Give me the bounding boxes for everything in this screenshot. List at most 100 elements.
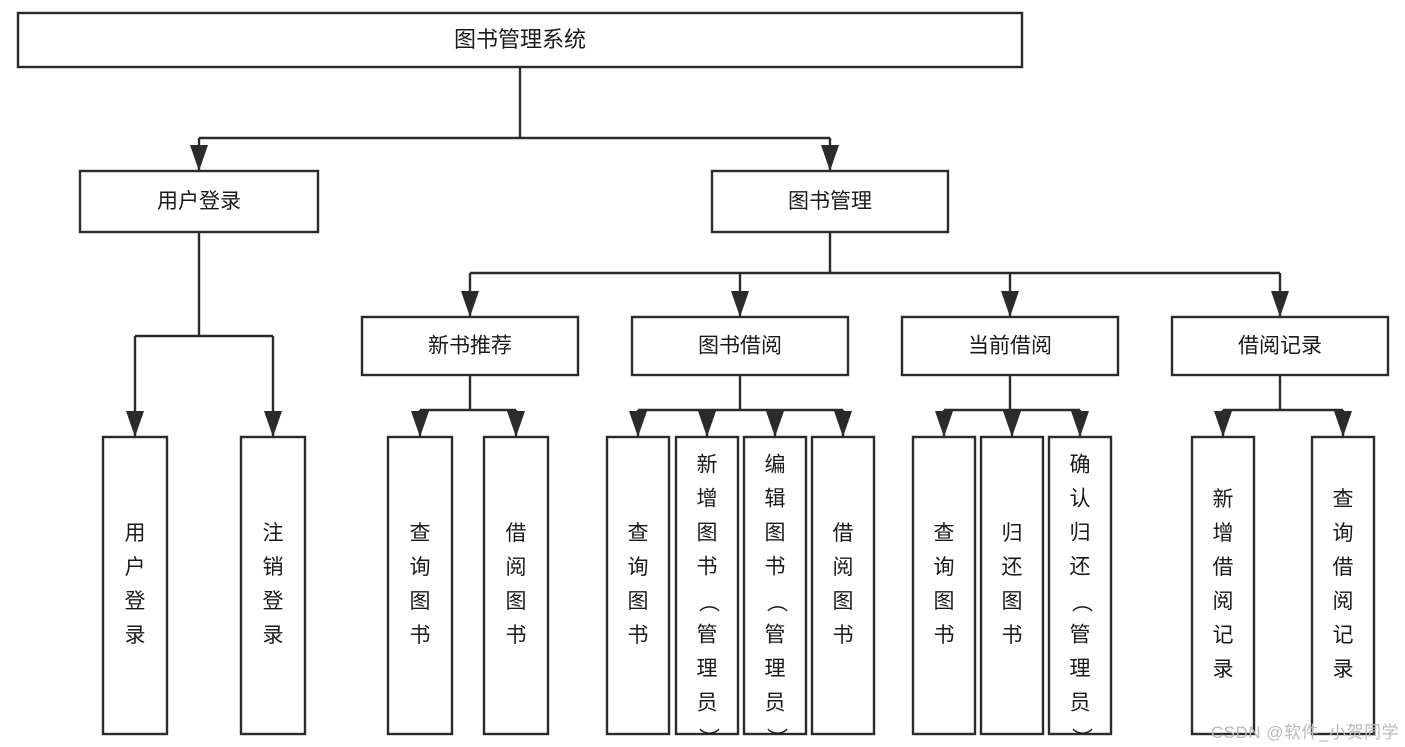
node-book-manage[interactable]: 图书管理	[710, 169, 950, 234]
node-box-leaf-user-login	[101, 435, 169, 736]
svg-text:认: 认	[1070, 488, 1091, 511]
svg-text:增: 增	[697, 488, 718, 511]
node-label-current-borrow: 当前借阅	[968, 335, 1052, 358]
node-borrow-record[interactable]: 借阅记录	[1170, 315, 1390, 377]
svg-text:查: 查	[934, 522, 955, 545]
node-layer: 图书管理系统用户登录图书管理新书推荐图书借阅当前借阅借阅记录用户登录注销登录查询…	[16, 11, 1390, 747]
node-box-leaf-return-book	[979, 435, 1045, 736]
svg-text:查: 查	[628, 522, 649, 545]
svg-text:图: 图	[934, 590, 955, 613]
svg-text:借: 借	[506, 522, 527, 545]
svg-text:图: 图	[628, 590, 649, 613]
svg-text:图: 图	[410, 590, 431, 613]
svg-text:书: 书	[697, 556, 718, 579]
connector-layer	[126, 67, 1352, 437]
svg-text:员: 员	[697, 692, 718, 715]
node-new-book-recommend[interactable]: 新书推荐	[360, 315, 580, 377]
node-label-book-borrow: 图书借阅	[698, 335, 782, 358]
node-box-leaf-borrow-book-2	[810, 435, 876, 736]
svg-text:查: 查	[410, 522, 431, 545]
svg-text:书: 书	[506, 624, 527, 647]
node-box-leaf-edit-book	[742, 435, 808, 736]
svg-text:阅: 阅	[1213, 590, 1234, 613]
node-box-book-borrow	[630, 315, 850, 377]
arrow-head-icon	[629, 411, 647, 437]
node-box-current-borrow	[900, 315, 1120, 377]
node-current-borrow[interactable]: 当前借阅	[900, 315, 1120, 377]
node-box-root	[16, 11, 1024, 69]
svg-text:确: 确	[1070, 454, 1091, 477]
svg-text:新: 新	[1213, 488, 1234, 511]
node-book-borrow[interactable]: 图书借阅	[630, 315, 850, 377]
arrow-head-icon	[834, 411, 852, 437]
node-user-login[interactable]: 用户登录	[78, 169, 320, 234]
svg-text:图: 图	[1002, 590, 1023, 613]
node-label-borrow-record: 借阅记录	[1238, 335, 1322, 358]
svg-text:管: 管	[697, 624, 718, 647]
node-label-root: 图书管理系统	[454, 27, 586, 52]
svg-text:借: 借	[1333, 556, 1354, 579]
node-box-leaf-query-record	[1310, 435, 1376, 736]
node-box-leaf-logout	[239, 435, 307, 736]
arrow-head-icon	[461, 291, 479, 317]
arrow-head-icon	[264, 411, 282, 437]
node-root[interactable]: 图书管理系统	[16, 11, 1024, 69]
svg-text:（: （	[1069, 592, 1092, 613]
svg-text:新: 新	[697, 454, 718, 477]
svg-text:查: 查	[1333, 488, 1354, 511]
svg-text:图: 图	[833, 590, 854, 613]
svg-text:书: 书	[628, 624, 649, 647]
svg-text:录: 录	[125, 624, 146, 647]
arrow-head-icon	[935, 411, 953, 437]
arrow-head-icon	[1334, 411, 1352, 437]
svg-text:理: 理	[1070, 658, 1091, 681]
node-box-borrow-record	[1170, 315, 1390, 377]
svg-text:询: 询	[628, 556, 649, 579]
node-box-leaf-borrow-book-1	[482, 435, 550, 736]
node-box-leaf-confirm-return	[1047, 435, 1113, 736]
arrow-head-icon	[731, 291, 749, 317]
node-leaf-user-login[interactable]: 用户登录	[101, 435, 169, 736]
svg-text:管: 管	[1070, 624, 1091, 647]
svg-text:书: 书	[833, 624, 854, 647]
arrow-head-icon	[766, 411, 784, 437]
arrow-head-icon	[126, 411, 144, 437]
arrow-head-icon	[1214, 411, 1232, 437]
svg-text:记: 记	[1333, 624, 1354, 647]
node-box-leaf-query-book-2	[605, 435, 671, 736]
svg-text:记: 记	[1213, 624, 1234, 647]
svg-text:（: （	[696, 592, 719, 613]
svg-text:书: 书	[765, 556, 786, 579]
svg-text:录: 录	[1333, 658, 1354, 681]
svg-text:书: 书	[410, 624, 431, 647]
svg-text:录: 录	[1213, 658, 1234, 681]
svg-text:（: （	[764, 592, 787, 613]
svg-text:用: 用	[125, 522, 146, 545]
svg-text:图: 图	[765, 522, 786, 545]
svg-text:管: 管	[765, 624, 786, 647]
svg-text:还: 还	[1002, 556, 1023, 579]
svg-text:员: 员	[765, 692, 786, 715]
